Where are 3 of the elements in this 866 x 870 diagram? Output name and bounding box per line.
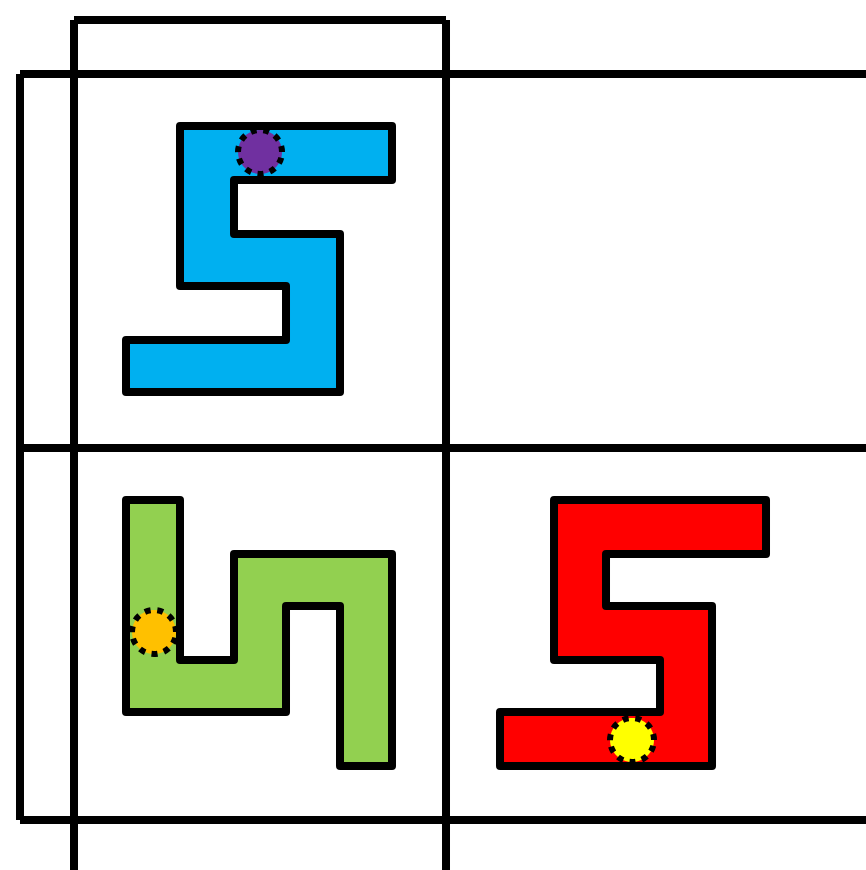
- s-shape-drawing: [496, 496, 770, 770]
- s-shape-drawing: [122, 122, 396, 396]
- s-shape-drawing: [122, 496, 396, 770]
